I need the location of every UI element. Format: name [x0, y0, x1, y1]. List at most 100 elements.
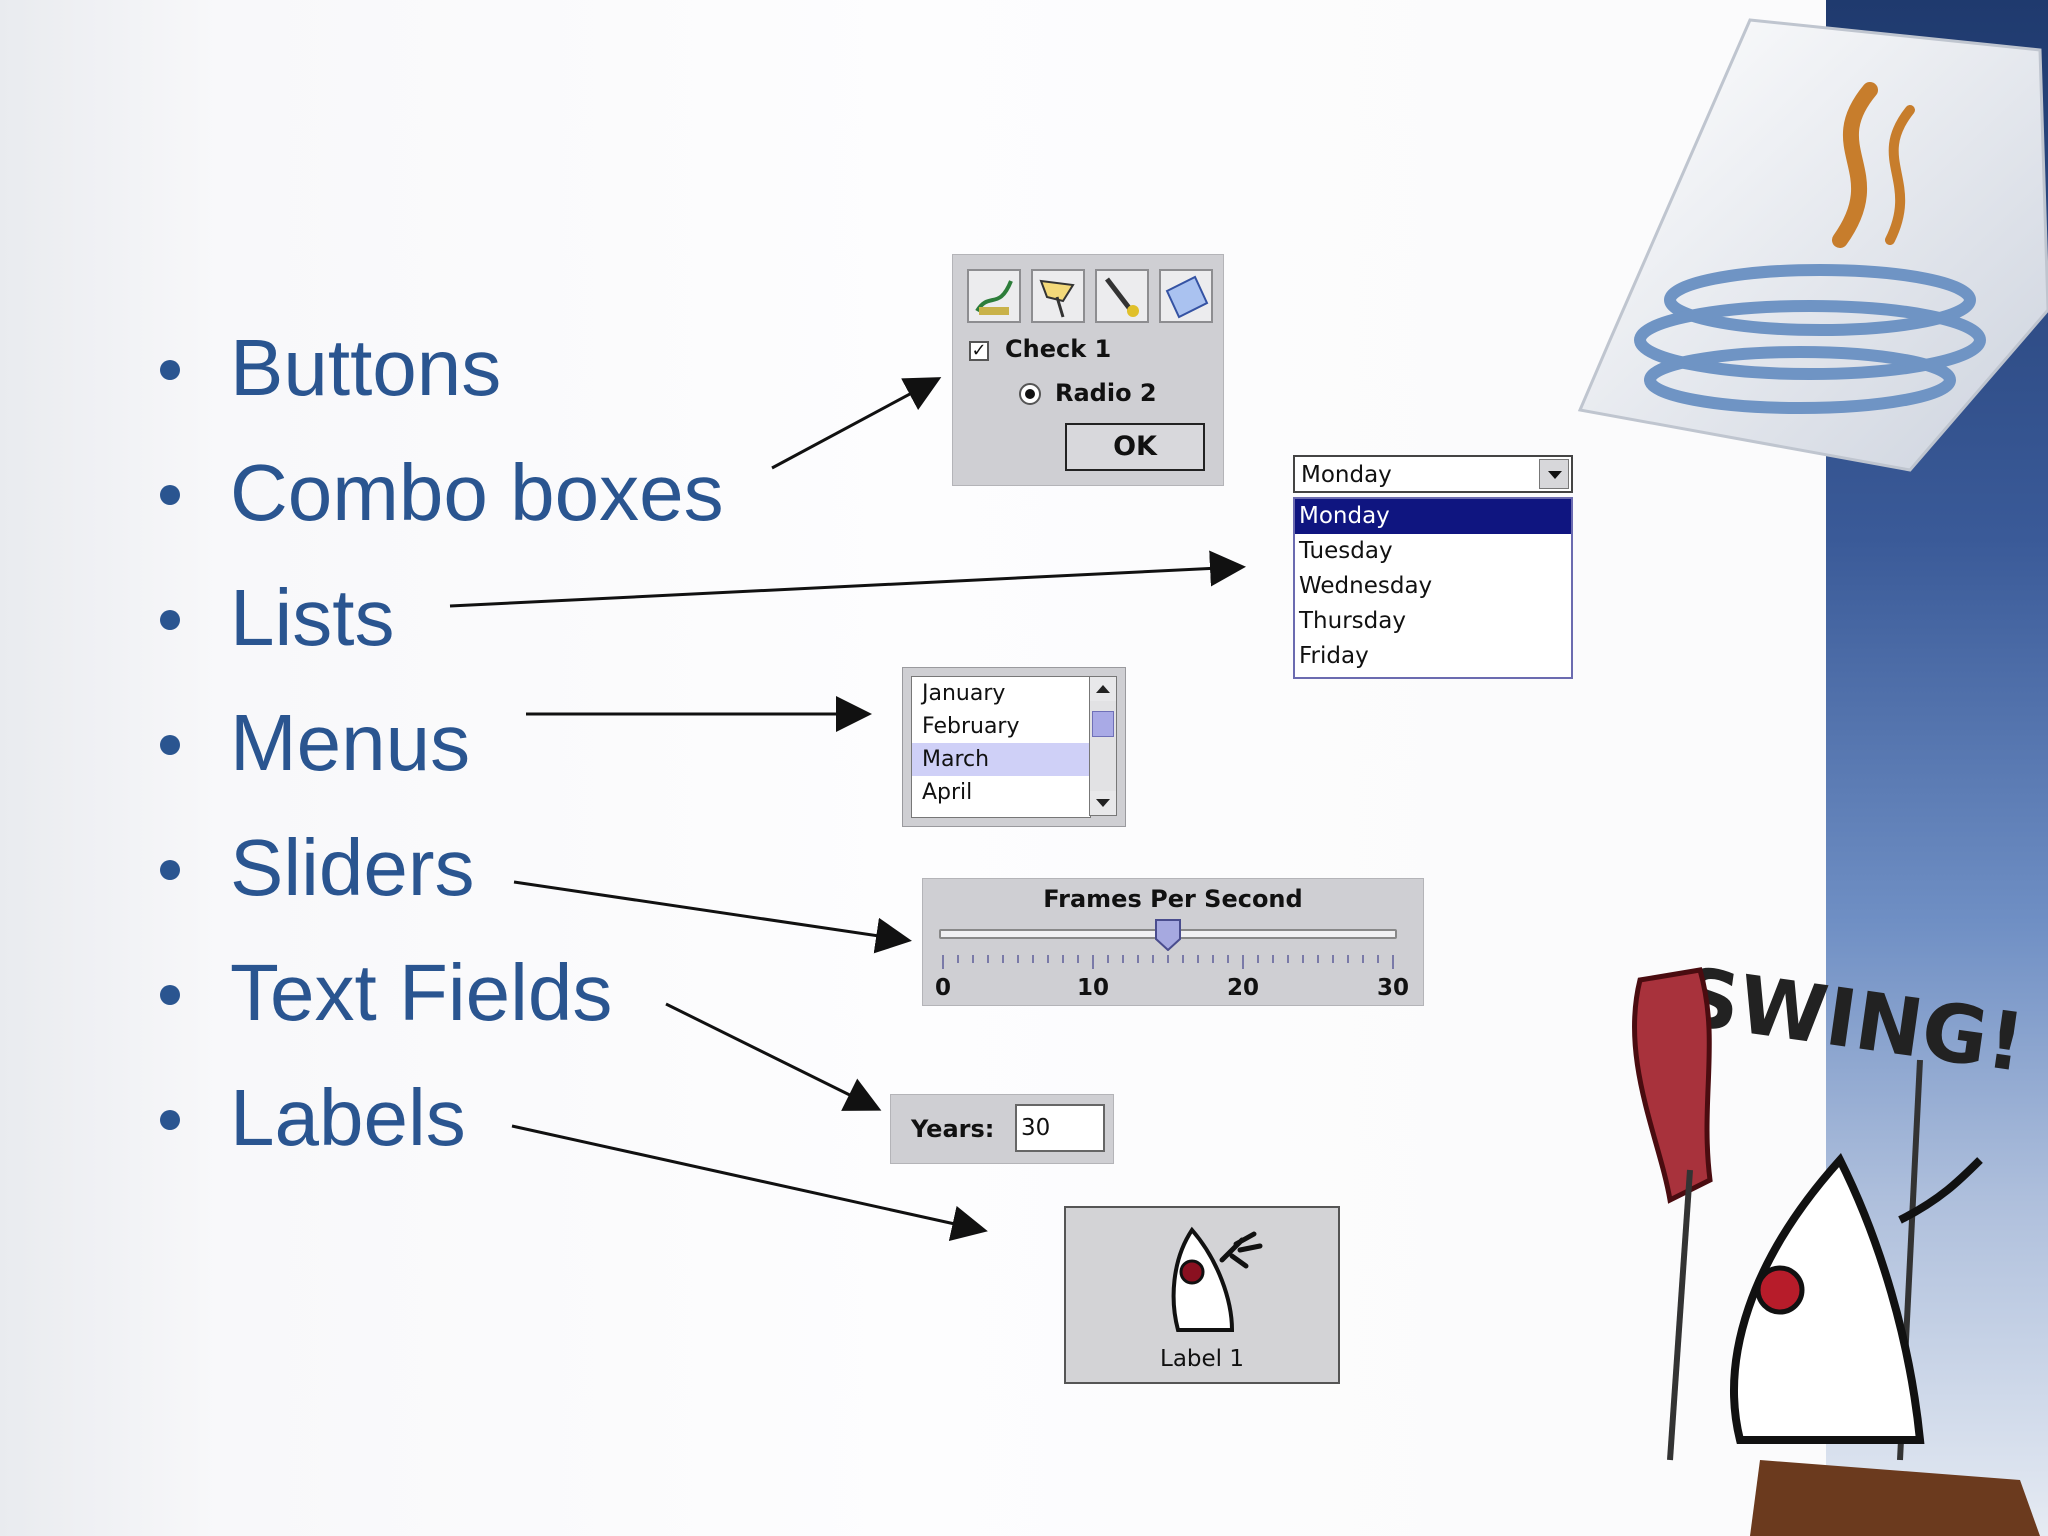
bullet-combo-boxes: Combo boxes — [150, 443, 724, 568]
bullet-lists: Lists — [150, 568, 724, 693]
arrow-label — [511, 1124, 988, 1242]
label-1-text: Label 1 — [1160, 1346, 1244, 1372]
slider-tick — [1002, 955, 1004, 963]
slider-tick — [1392, 955, 1394, 969]
slider-tick — [1302, 955, 1304, 963]
slider-tick — [1197, 955, 1199, 963]
slider-tick — [1287, 955, 1289, 963]
combo-option[interactable]: Tuesday — [1299, 538, 1393, 564]
years-label: Years: — [911, 1115, 995, 1143]
slider-tick — [1227, 955, 1229, 963]
list-item[interactable]: January — [922, 681, 1006, 706]
label-demo-panel: Label 1 — [1064, 1206, 1340, 1384]
list-item[interactable]: April — [922, 780, 973, 805]
list-item[interactable]: March — [912, 743, 1090, 776]
bullet-dot-icon — [160, 1110, 180, 1130]
duke-icon — [1171, 1226, 1263, 1332]
duke-swing-mascot-icon: SWING! — [1631, 950, 2040, 1536]
slider-tick-label: 20 — [1226, 975, 1260, 1001]
checkbox-label: Check 1 — [1005, 335, 1112, 363]
slider-tick — [1332, 955, 1334, 963]
month-list: January February March April — [911, 676, 1091, 818]
slider-tick-label: 30 — [1376, 975, 1410, 1001]
scroll-up-icon[interactable] — [1090, 677, 1116, 701]
slider-tick — [1137, 955, 1139, 963]
bullet-sliders: Sliders — [150, 818, 724, 943]
bullet-buttons: Buttons — [150, 318, 724, 443]
dropdown-arrow-icon[interactable] — [1539, 459, 1569, 489]
combo-option[interactable]: Wednesday — [1299, 573, 1433, 599]
slider-tick — [1362, 955, 1364, 963]
combo-dropdown-list: Monday Tuesday Wednesday Thursday Friday — [1293, 497, 1573, 679]
slider-tick — [1122, 955, 1124, 963]
slider-tick — [1272, 955, 1274, 963]
bullet-menus: Menus — [150, 693, 724, 818]
scroll-down-icon[interactable] — [1090, 791, 1116, 815]
bullet-text: Buttons — [230, 323, 502, 412]
bullet-text: Menus — [230, 698, 471, 787]
slider-tick — [1032, 955, 1034, 963]
scroll-thumb[interactable] — [1092, 711, 1114, 737]
window-icon[interactable] — [1159, 269, 1213, 323]
paint-icon[interactable] — [967, 269, 1021, 323]
bullet-text: Labels — [230, 1073, 466, 1162]
bullet-text-fields: Text Fields — [150, 943, 724, 1068]
slider-tick — [1377, 955, 1379, 963]
bullet-labels: Labels — [150, 1068, 724, 1193]
slider-title: Frames Per Second — [1043, 885, 1303, 913]
combo-option[interactable]: Friday — [1299, 643, 1369, 669]
slider-tick — [1047, 955, 1049, 963]
ok-button[interactable]: OK — [1065, 423, 1205, 471]
bullet-text: Lists — [230, 573, 395, 662]
slider-tick — [1017, 955, 1019, 963]
slider-thumb[interactable] — [1155, 919, 1181, 951]
slider-tick — [1242, 955, 1244, 969]
combo-option[interactable]: Monday — [1295, 499, 1571, 534]
month-list-panel: January February March April — [902, 667, 1126, 827]
pen-icon[interactable] — [1095, 269, 1149, 323]
bullet-dot-icon — [160, 735, 180, 755]
bullet-dot-icon — [160, 860, 180, 880]
slider-tick — [987, 955, 989, 963]
check-1-checkbox[interactable]: ✓ — [969, 341, 989, 361]
years-input[interactable]: 30 — [1015, 1104, 1105, 1152]
fps-slider-panel: Frames Per Second 0 10 20 30 — [922, 878, 1424, 1006]
arrow-combo — [449, 550, 1246, 608]
slider-tick — [1107, 955, 1109, 963]
day-combo-box[interactable]: Monday — [1293, 455, 1573, 493]
slider-tick — [1062, 955, 1064, 963]
radio-label: Radio 2 — [1055, 379, 1157, 407]
list-scrollbar[interactable] — [1089, 676, 1117, 816]
java-logo-icon — [1577, 18, 2048, 472]
slider-tick-label: 10 — [1076, 975, 1110, 1001]
slider-tick — [972, 955, 974, 963]
slider-tick — [1167, 955, 1169, 963]
list-item[interactable]: February — [922, 714, 1020, 739]
slider-tick-label: 0 — [934, 975, 952, 1001]
combo-selected-value: Monday — [1301, 462, 1392, 488]
component-bullet-list: Buttons Combo boxes Lists Menus Sliders … — [150, 318, 724, 1193]
slider-tick — [1347, 955, 1349, 963]
slider-tick — [1212, 955, 1214, 963]
slider-tick — [1182, 955, 1184, 963]
slider-tick — [1152, 955, 1154, 963]
bullet-text: Combo boxes — [230, 448, 724, 537]
pin-icon[interactable] — [1031, 269, 1085, 323]
arrow-buttons — [771, 377, 942, 470]
slider-tick — [957, 955, 959, 963]
bullet-text: Sliders — [230, 823, 475, 912]
bullet-text: Text Fields — [230, 948, 613, 1037]
bullet-dot-icon — [160, 985, 180, 1005]
slider-tick — [942, 955, 944, 969]
bullet-dot-icon — [160, 360, 180, 380]
slider-tick — [1077, 955, 1079, 963]
buttons-demo-panel: ✓ Check 1 Radio 2 OK — [952, 254, 1224, 486]
radio-2-button[interactable] — [1019, 383, 1041, 405]
slider-tick — [1092, 955, 1094, 969]
combo-option[interactable]: Thursday — [1299, 608, 1406, 634]
arrow-slider — [513, 880, 912, 954]
arrow-textfield — [665, 1002, 882, 1111]
slider-tick — [1317, 955, 1319, 963]
bullet-dot-icon — [160, 485, 180, 505]
